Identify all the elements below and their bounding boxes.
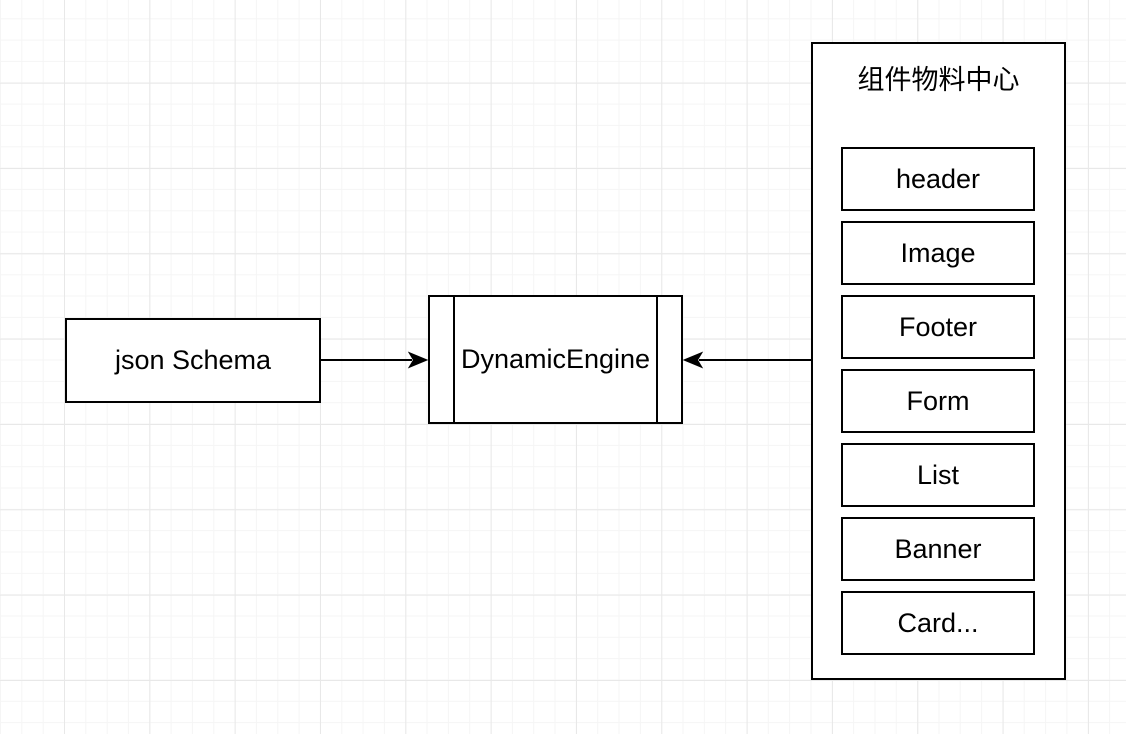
component-item-card: Card... [841, 591, 1035, 655]
component-item-footer: Footer [841, 295, 1035, 359]
engine-right-divider [656, 297, 658, 422]
component-item-list: List [841, 443, 1035, 507]
component-item-form: Form [841, 369, 1035, 433]
component-item-header: header [841, 147, 1035, 211]
component-item-image: Image [841, 221, 1035, 285]
node-json-schema: json Schema [65, 318, 321, 403]
panel-title: 组件物料中心 [857, 65, 1020, 95]
engine-left-divider [453, 297, 455, 422]
node-json-schema-label: json Schema [114, 345, 272, 375]
component-item-list: header Image Footer Form List Banner Car… [841, 147, 1035, 655]
panel-component-material-center: 组件物料中心 header Image Footer Form List Ban… [811, 42, 1066, 680]
arrow-material-center-to-engine [682, 351, 811, 369]
arrow-json-schema-to-engine [321, 351, 429, 369]
node-dynamic-engine-label: DynamicEngine [460, 344, 651, 374]
component-item-banner: Banner [841, 517, 1035, 581]
node-dynamic-engine: DynamicEngine [428, 295, 683, 424]
